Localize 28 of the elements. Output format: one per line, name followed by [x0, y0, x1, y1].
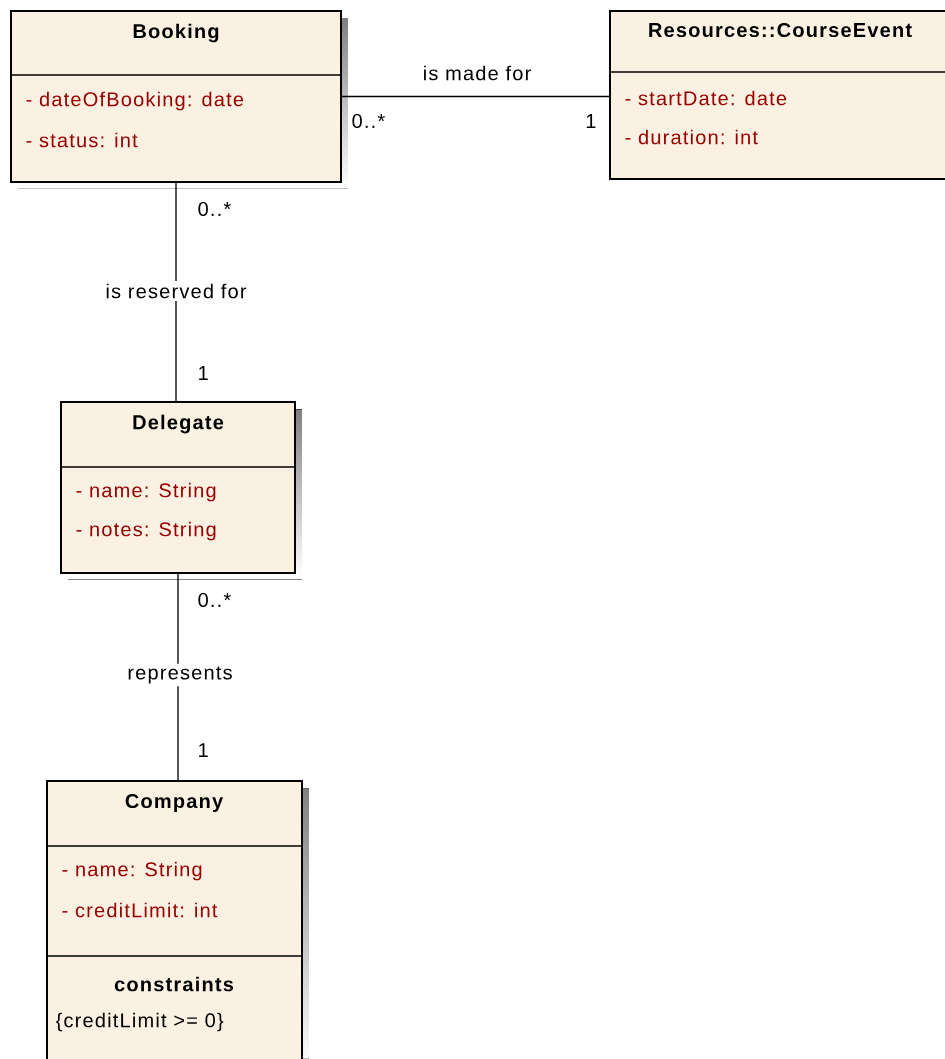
attribute-text: - status: int: [26, 132, 138, 148]
class-box: [609, 10, 945, 186]
class-box: [10, 10, 348, 189]
attribute-text: - startDate: date: [625, 90, 787, 106]
class-heading: constraints: [114, 976, 234, 992]
attribute-text: - creditLimit: int: [62, 902, 218, 918]
class-heading: Booking: [133, 23, 219, 43]
class-heading: Resources::CourseEvent: [649, 22, 912, 38]
association-line: [177, 573, 179, 781]
class-box: [46, 780, 309, 1059]
attribute-text: - name: String: [62, 861, 202, 881]
association-line: [175, 182, 177, 402]
multiplicity-label: 1: [199, 743, 208, 757]
association-line: [341, 95, 610, 98]
multiplicity-label: 1: [586, 114, 596, 128]
attribute-text: - duration: int: [625, 129, 758, 145]
attribute-text: - dateOfBooking: date: [26, 91, 244, 111]
class-heading: Company: [125, 793, 224, 813]
constraint-text: {creditLimit >= 0}: [55, 1012, 224, 1032]
edge-label: is made for: [420, 63, 534, 83]
class-box: [60, 401, 302, 580]
multiplicity-label: 1: [199, 366, 208, 380]
class-heading: Delegate: [133, 414, 224, 434]
attribute-text: - name: String: [76, 482, 216, 502]
edge-label: is reserved for: [102, 281, 250, 301]
edge-label: represents: [124, 663, 236, 687]
attribute-text: - notes: String: [76, 521, 216, 541]
multiplicity-label: 0..*: [352, 113, 385, 129]
